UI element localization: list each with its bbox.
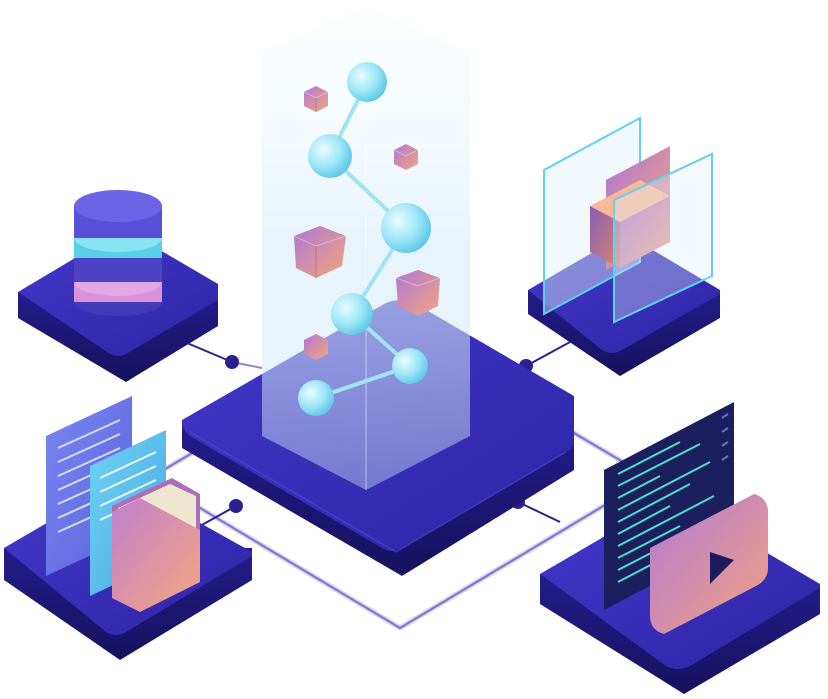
database-platform: [18, 190, 218, 382]
document-folder-icon: [46, 396, 200, 612]
connector-dot: [225, 355, 239, 369]
video-play-icon: [604, 402, 768, 634]
database-icon: [74, 190, 162, 316]
connector-dot: [229, 499, 243, 513]
molecule-icon: [298, 62, 431, 416]
cube-frame-platform: [528, 116, 720, 376]
cube-frame-icon: [543, 116, 713, 324]
documents-platform: [4, 396, 252, 660]
media-platform: [540, 402, 820, 694]
floating-cubes: [293, 86, 441, 360]
